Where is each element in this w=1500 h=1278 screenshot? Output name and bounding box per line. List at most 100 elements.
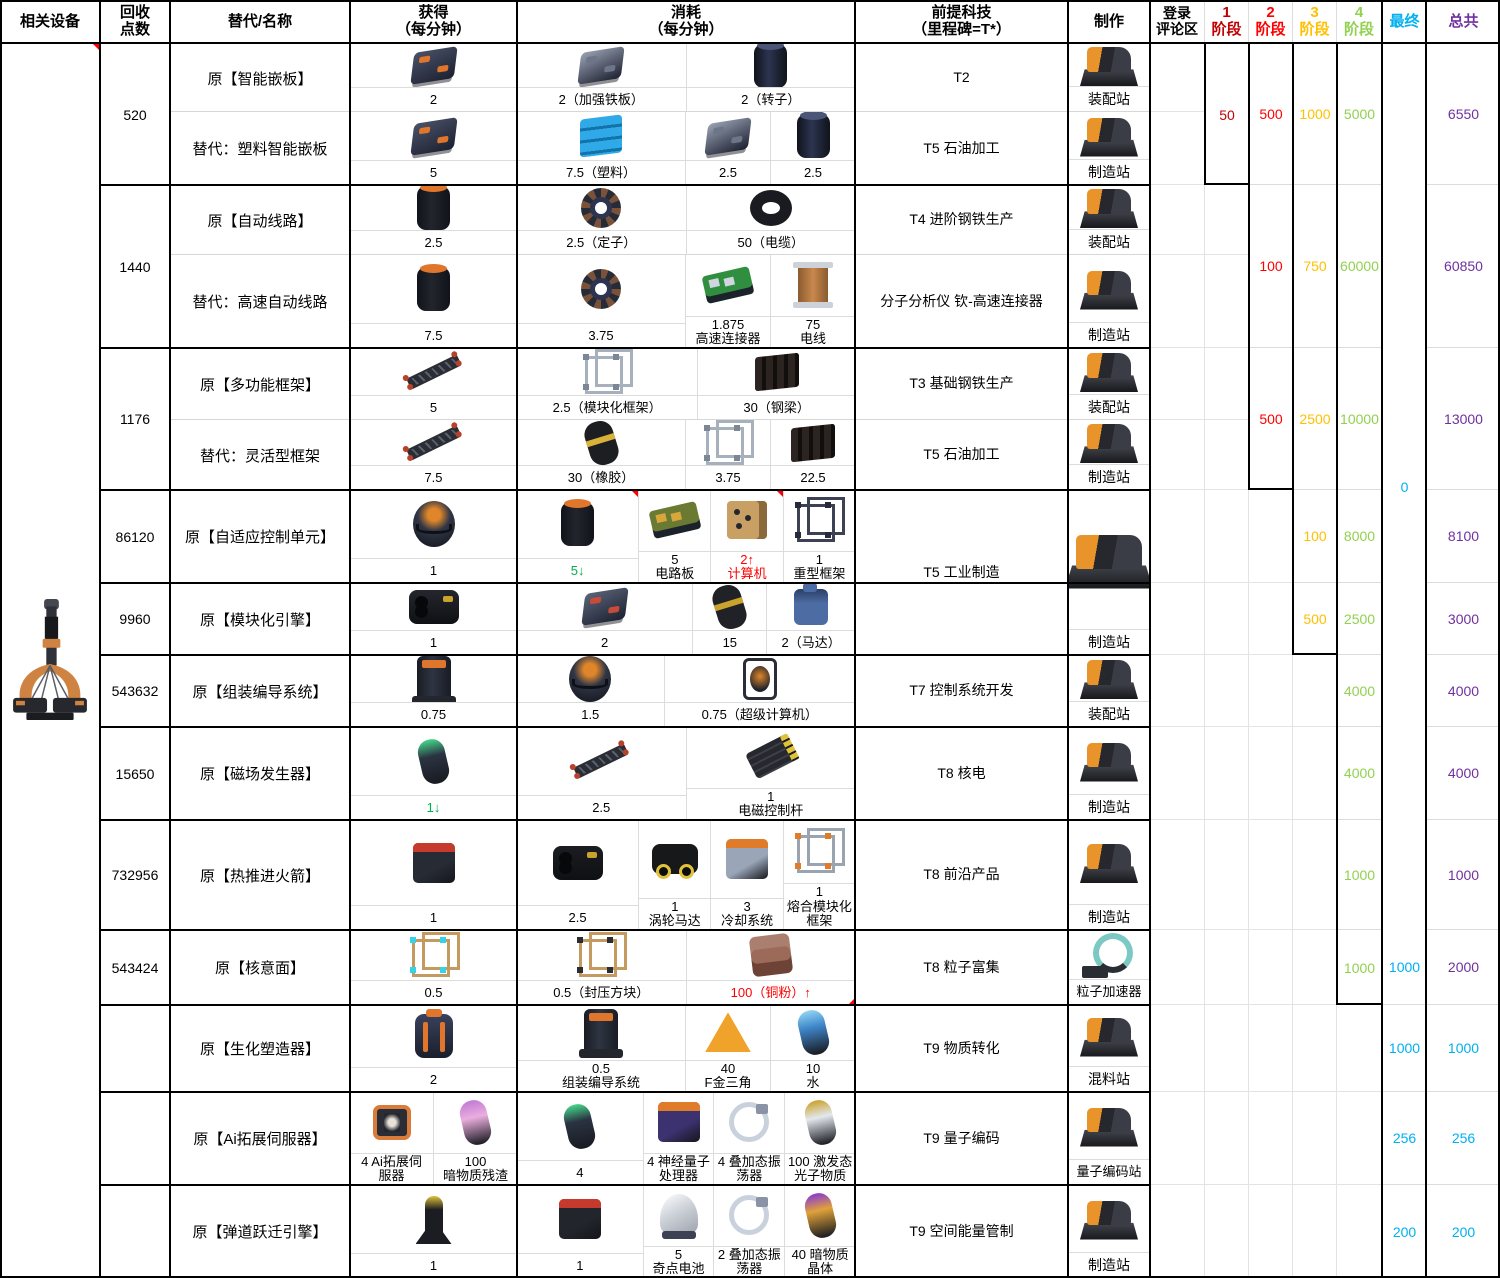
large-manufacturing-station-icon: [1068, 531, 1150, 589]
consume-entry: 2.5: [517, 820, 639, 930]
singularity-battery-icon: [659, 1194, 698, 1240]
header-related-equipment: 相关设备: [19, 12, 80, 30]
empty-cell: [1205, 820, 1249, 930]
item-name: 原【核意面】: [214, 960, 305, 977]
final-value: 1000: [1382, 1005, 1427, 1092]
stage3-value: 500: [1303, 611, 1327, 627]
empty-cell: [1249, 1005, 1293, 1092]
super-computer-icon: [742, 657, 777, 700]
empty-cell: [1150, 820, 1205, 930]
empty-cell: [1205, 583, 1249, 655]
consume-entry: 4: [517, 1092, 643, 1185]
station-cell: 制造站: [1068, 727, 1150, 820]
gain-cell: 2.5: [350, 185, 517, 255]
points-cell: 9960: [119, 611, 151, 627]
empty-cell: [1293, 655, 1337, 727]
empty-cell: [1205, 255, 1249, 348]
consume-entry: 2（加强铁板）: [517, 44, 686, 112]
total-value: 1000: [1427, 820, 1500, 930]
points-cell: [100, 1005, 170, 1092]
empty-cell: [1293, 1185, 1337, 1278]
gain-entry: 1: [350, 583, 517, 655]
consume-entry: 1.875 高速连接器: [685, 255, 770, 348]
header-stage-2: 2 阶段: [1249, 0, 1293, 44]
points-cell: 15650: [115, 765, 155, 782]
consume-entry: 2.5: [685, 112, 770, 185]
total-value: 6550: [1427, 44, 1500, 185]
gain-entry: 7.5: [350, 420, 517, 490]
cooling-system-icon: [726, 838, 769, 879]
consume-entry: 2↑ 计算机: [710, 490, 783, 583]
electromagnetic-control-rod-icon: [744, 734, 797, 780]
empty-cell: [1249, 930, 1293, 1005]
header-alternative-name: 替代/名称: [227, 12, 293, 30]
consume-entry: 1 熔合模块化 框架: [782, 820, 855, 930]
total-value: 60850: [1427, 185, 1500, 348]
motor-icon: [794, 583, 829, 625]
points-cell: 732956: [111, 867, 159, 883]
gain-cell: 2: [350, 44, 517, 112]
empty-cell: [1150, 420, 1205, 490]
excited-photonic-matter-icon: [801, 1097, 839, 1148]
magnetic-field-generator-icon: [415, 736, 452, 786]
manufacturing-station-icon: [1080, 115, 1138, 157]
empty-cell: [1205, 185, 1249, 255]
station-cell: 混料站: [1068, 1005, 1150, 1092]
item-name: 原【多功能框架】: [199, 376, 320, 394]
consume-entry: 0.75（超级计算机）: [663, 655, 855, 727]
manufacturing-station-icon: [1080, 421, 1138, 463]
station-cell: 制造站: [1068, 490, 1150, 655]
automatic-circuit-icon: [417, 185, 450, 230]
consume-entry: 3 冷却系统: [710, 820, 783, 930]
rubber-icon: [580, 420, 622, 465]
consume-cell: 2.5（定子） 50（电缆）: [517, 185, 855, 255]
consume-entry: 2.5（定子）: [517, 185, 686, 255]
tech-cell: T5 石油加工: [923, 446, 1000, 463]
consume-entry: 0.5 组装编导系统: [517, 1005, 685, 1092]
empty-cell: [1205, 1005, 1249, 1092]
empty-cell: [1205, 655, 1249, 727]
manufacturing-station-icon: [1080, 1198, 1138, 1240]
station-cell: 制造站: [1068, 1185, 1150, 1278]
empty-cell: [1293, 820, 1337, 930]
stage4-value: 2500: [1337, 583, 1382, 655]
component-bundle-icon: [709, 583, 751, 630]
header-consume-per-min: 消耗 （每分钟）: [648, 4, 724, 38]
empty-cell: [1337, 1092, 1382, 1185]
tech-cell: T8 核电: [937, 764, 986, 781]
tech-cell: T5 工业制造: [923, 563, 1000, 580]
header-final: 最终: [1389, 12, 1420, 30]
consume-entry: 7.5（塑料）: [517, 112, 685, 185]
gain-entry: 100 暗物质残渣: [433, 1092, 517, 1185]
tech-cell: T8 粒子富集: [923, 958, 1000, 975]
automatic-circuit-icon: [417, 264, 450, 311]
related-equipment-cell: [0, 44, 100, 1278]
consume-entry: 1.5: [517, 655, 664, 727]
stage3-value: 100: [1293, 490, 1337, 583]
consume-entry: 4 叠加态振 荡器: [713, 1092, 785, 1185]
final-value: 0: [1400, 479, 1409, 495]
assembly-station-icon: [1080, 350, 1138, 392]
item-name: 原【组装编导系统】: [192, 683, 328, 701]
magnetic-field-generator-icon: [561, 1101, 599, 1151]
consume-entry: 5 奇点电池: [642, 1185, 714, 1278]
item-name: 原【生化塑造器】: [199, 1041, 320, 1058]
superposition-oscillator-icon: [729, 1102, 770, 1143]
stage3-value: 750: [1293, 185, 1337, 348]
recycler-machine-icon: [13, 599, 87, 721]
stage4-value: 5000: [1337, 44, 1382, 185]
consume-entry: 15: [692, 583, 767, 655]
station-cell: 制造站: [1068, 820, 1150, 930]
cable-icon: [749, 189, 792, 226]
consume-entry: 2 叠加态振 荡器: [713, 1185, 785, 1278]
gain-cell: 5: [350, 348, 517, 420]
item-name: 原【自适应控制单元】: [184, 529, 335, 546]
turbo-motor-icon: [651, 843, 698, 879]
empty-cell: [1205, 490, 1249, 583]
assembly-directing-system-icon: [579, 1009, 623, 1059]
station-cell: 装配站: [1068, 185, 1150, 255]
station-cell: 装配站: [1068, 44, 1150, 112]
gain-entry: 7.5: [350, 255, 517, 348]
superposition-oscillator-icon: [729, 1195, 770, 1236]
empty-cell: [1150, 1185, 1205, 1278]
